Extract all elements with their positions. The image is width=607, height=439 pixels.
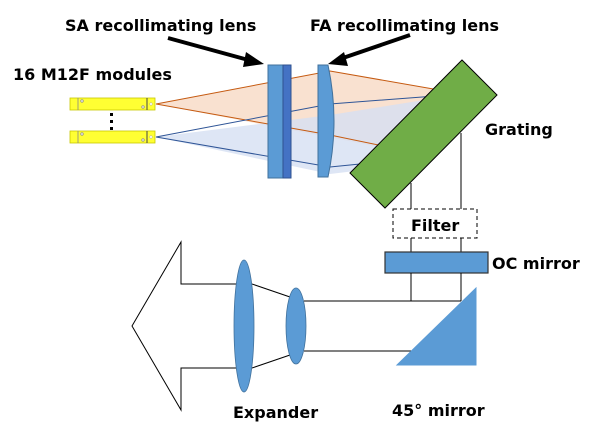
output-arrow (131, 240, 236, 412)
label-grating: Grating (485, 120, 553, 139)
label-sa-lens: SA recollimating lens (65, 16, 256, 35)
label-oc-mirror: OC mirror (492, 254, 580, 273)
laser-module-top (69, 97, 156, 111)
fa-arrow-icon (328, 33, 411, 66)
label-modules: 16 M12F modules (13, 65, 172, 84)
label-filter: Filter (411, 216, 459, 235)
expander-line-bottom (251, 354, 291, 369)
filter-box (392, 208, 478, 239)
label-fa-lens: FA recollimating lens (310, 16, 499, 35)
sa-arrow-icon (167, 36, 264, 67)
label-45-mirror: 45° mirror (392, 401, 485, 420)
expander-lens-small (285, 287, 307, 365)
sa-lens-light (267, 64, 284, 179)
fa-lens (317, 64, 335, 178)
expander-lens-large (233, 259, 255, 393)
oc-mirror (384, 251, 489, 274)
laser-module-bottom (69, 130, 156, 144)
label-expander: Expander (233, 403, 318, 422)
sa-lens-dark (282, 64, 292, 179)
expander-line-top (251, 283, 291, 298)
vertical-ellipsis (110, 113, 113, 130)
beam-orange-edge-top (155, 70, 463, 105)
mirror-45 (395, 286, 477, 366)
grating (349, 59, 498, 209)
